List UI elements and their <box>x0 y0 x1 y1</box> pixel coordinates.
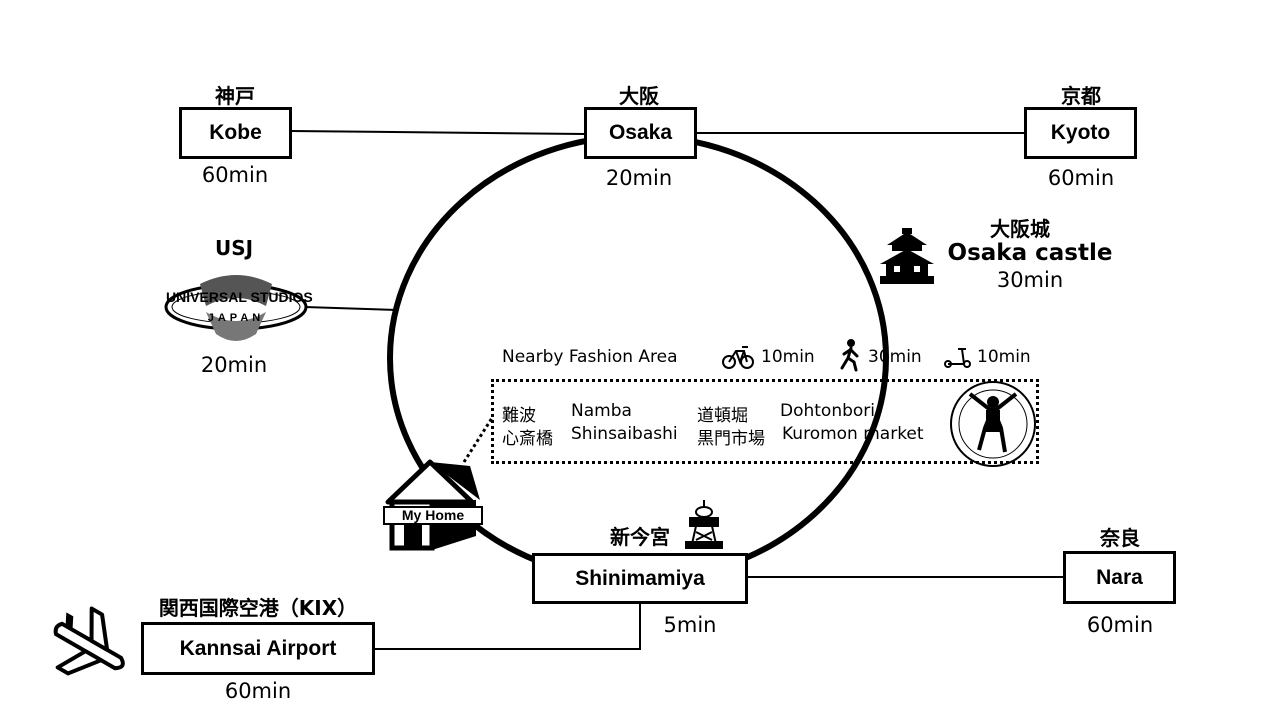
kick-scooter-icon <box>944 348 971 368</box>
kobe-jp-label: 神戸 <box>215 84 255 108</box>
station-osaka-label: Osaka <box>608 121 673 144</box>
castle-icon <box>880 228 934 284</box>
usj-time: 20min <box>200 353 268 377</box>
area-dohtonbori-jp: 道頓堀 <box>697 406 748 426</box>
area-shinsaibashi-en: Shinsaibashi <box>571 424 678 444</box>
area-dohtonbori-en: Dohtonbori <box>780 401 876 421</box>
bicycle-icon <box>722 346 754 369</box>
station-kyoto[interactable]: Kyoto <box>1024 107 1137 159</box>
area-namba-jp: 難波 <box>502 406 536 426</box>
line-usj-ring <box>304 306 399 311</box>
station-kansai-airport[interactable]: Kannsai Airport <box>141 622 375 675</box>
usj-logo-icon <box>164 275 308 341</box>
osaka-time: 20min <box>605 166 673 190</box>
walking-person-icon <box>840 339 859 372</box>
kansai-jp-label: 関西国際空港（KIX） <box>158 596 358 620</box>
station-kobe[interactable]: Kobe <box>179 107 292 159</box>
home-label: My Home <box>383 506 483 525</box>
fashion-connector <box>462 417 494 463</box>
area-kuromon-jp: 黒門市場 <box>697 429 765 449</box>
bicycle-time: 10min <box>761 347 815 367</box>
station-shinimamiya[interactable]: Shinimamiya <box>532 553 748 604</box>
fashion-title: Nearby Fashion Area <box>502 347 678 367</box>
usj-label: USJ <box>214 236 254 260</box>
tsutenkaku-tower-icon <box>685 500 723 549</box>
kansai-time: 60min <box>224 679 292 703</box>
castle-jp-label: 大阪城 <box>990 217 1050 241</box>
osaka-jp-label: 大阪 <box>619 84 659 108</box>
usj-logo-top: UNIVERSAL STUDIOS <box>166 289 313 305</box>
station-kobe-label: Kobe <box>209 121 262 144</box>
area-namba-en: Namba <box>571 401 632 421</box>
line-kobe-osaka <box>289 130 586 135</box>
station-nara-label: Nara <box>1096 565 1143 589</box>
glico-running-man-icon <box>950 381 1036 467</box>
area-shinsaibashi-jp: 心斎橋 <box>502 429 553 449</box>
kobe-time: 60min <box>201 163 269 187</box>
castle-name: Osaka castle <box>947 240 1113 266</box>
nara-time: 60min <box>1086 613 1154 637</box>
kyoto-jp-label: 京都 <box>1061 84 1101 108</box>
castle-time: 30min <box>996 268 1064 292</box>
station-shinimamiya-label: Shinimamiya <box>575 566 705 590</box>
area-kuromon-en: Kuromon market <box>782 424 924 444</box>
kyoto-time: 60min <box>1047 166 1115 190</box>
fashion-area-box <box>491 379 1039 464</box>
usj-logo-bottom: JAPAN <box>207 312 265 324</box>
nara-jp-label: 奈良 <box>1100 526 1140 550</box>
station-kyoto-label: Kyoto <box>1050 121 1111 144</box>
walking-time: 30min <box>868 347 922 367</box>
station-kansai-label: Kannsai Airport <box>179 636 337 660</box>
airplane-icon <box>53 606 125 676</box>
station-osaka[interactable]: Osaka <box>584 107 697 159</box>
shinimamiya-jp-label: 新今宮 <box>610 525 670 549</box>
shinimamiya-time: 5min <box>663 613 717 637</box>
scooter-time: 10min <box>977 347 1031 367</box>
station-nara[interactable]: Nara <box>1063 551 1176 604</box>
line-shinimamiya-airport <box>374 603 641 650</box>
